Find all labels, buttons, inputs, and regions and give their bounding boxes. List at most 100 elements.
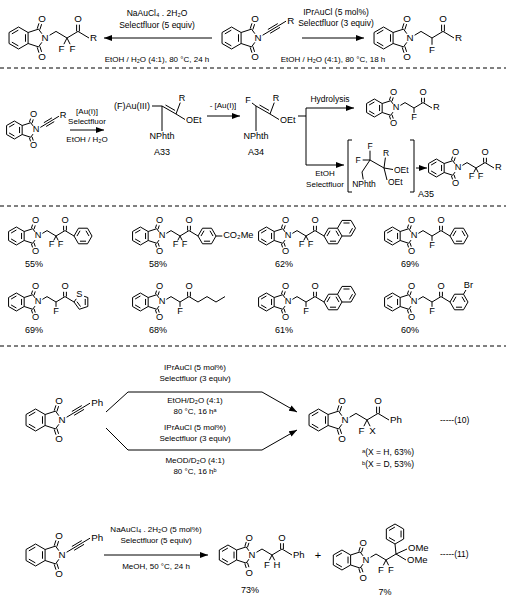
atom-label: O xyxy=(408,282,415,291)
bond-line xyxy=(382,104,383,113)
bond-line xyxy=(374,99,382,104)
atom-label: N xyxy=(159,231,166,240)
bond-line xyxy=(405,46,407,51)
bond-line xyxy=(315,231,324,236)
bond-line xyxy=(24,298,25,307)
atom-label: R xyxy=(495,163,502,172)
atom-label: N xyxy=(393,103,400,112)
bond-line xyxy=(155,225,156,229)
bond-line xyxy=(14,121,22,126)
atom-label: F xyxy=(177,307,183,316)
atom-label: Ph xyxy=(293,550,305,560)
bond-line xyxy=(26,409,36,415)
bond-line xyxy=(324,302,329,310)
bond-line xyxy=(384,232,385,241)
yield-label: 73% xyxy=(241,586,259,595)
bond-line xyxy=(369,111,374,114)
bond-line xyxy=(247,543,248,548)
atom-label: R xyxy=(287,16,294,26)
bond-line xyxy=(26,415,27,426)
bond-line xyxy=(283,306,285,309)
atom-label: R xyxy=(383,149,389,158)
bond-line xyxy=(36,561,46,567)
bond-line xyxy=(362,172,363,179)
atom-label: O xyxy=(419,88,426,97)
bond-line xyxy=(28,29,38,32)
bond-line xyxy=(225,42,231,46)
atom-label: S xyxy=(76,290,82,299)
bond-line xyxy=(180,231,189,236)
bond-line xyxy=(439,226,440,231)
bond-line xyxy=(366,104,367,113)
bond-line xyxy=(65,297,74,302)
bond-line xyxy=(432,31,443,38)
bond-line xyxy=(405,24,407,29)
bond-line xyxy=(171,297,180,302)
bond-line xyxy=(418,297,423,300)
bond-line xyxy=(237,547,247,550)
bond-line xyxy=(232,44,242,50)
atom-label: N xyxy=(33,125,40,134)
bond-line xyxy=(140,293,148,298)
bond-line xyxy=(187,226,188,231)
bond-line xyxy=(274,232,275,241)
bond-line xyxy=(187,292,188,297)
bond-line xyxy=(241,43,251,46)
atom-label: F xyxy=(355,156,360,165)
bond-line xyxy=(65,231,74,236)
bond-line xyxy=(32,119,33,123)
bond-line xyxy=(270,103,274,114)
bond-line xyxy=(432,38,433,45)
bond-line xyxy=(336,297,339,302)
bond-line xyxy=(157,306,159,309)
bond-line xyxy=(9,44,19,50)
bond-line xyxy=(338,286,343,294)
bond-line xyxy=(19,127,20,133)
atom-label: F xyxy=(469,172,475,181)
bond-line xyxy=(329,309,338,310)
bond-line xyxy=(45,415,46,426)
atom-label: O xyxy=(251,14,259,24)
bond-line xyxy=(455,228,464,229)
reagent-text: Selectfluor (5 equiv) xyxy=(120,537,191,545)
bond-line xyxy=(158,291,159,295)
bond-line xyxy=(455,243,464,244)
bond-line xyxy=(362,160,370,172)
bond-line xyxy=(397,233,398,239)
bond-line xyxy=(483,158,484,163)
bond-line xyxy=(252,29,255,34)
atom-label: O xyxy=(437,282,444,291)
atom-label: O xyxy=(32,216,39,225)
yield-label: 7% xyxy=(378,588,391,597)
bond-line xyxy=(34,225,35,229)
bond-line xyxy=(386,554,396,560)
bond-line xyxy=(370,151,371,160)
atom-label: OMe xyxy=(407,555,428,565)
atom-label: O xyxy=(452,179,459,188)
catalyst-text: [Au(I)] xyxy=(76,108,98,116)
condition-text: MeOH, 50 °C, 24 h xyxy=(122,563,190,571)
bond-line xyxy=(47,297,56,302)
atom-label: O xyxy=(61,282,68,291)
bond-line xyxy=(374,44,384,50)
bond-line xyxy=(324,236,329,244)
bond-line xyxy=(464,290,466,294)
bond-line xyxy=(36,409,46,415)
bond-line xyxy=(19,44,29,50)
bond-line xyxy=(29,559,35,563)
bond-line xyxy=(29,424,35,428)
bond-line xyxy=(387,296,392,299)
bond-line xyxy=(395,539,404,544)
bond-line xyxy=(414,108,415,113)
bond-line xyxy=(148,306,157,309)
atom-label: O xyxy=(390,119,397,128)
bond-line xyxy=(9,27,19,33)
bond-line xyxy=(338,236,343,244)
atom-label: O xyxy=(32,247,39,256)
atom-label: O xyxy=(408,216,415,225)
bond-line xyxy=(252,42,255,47)
atom-label: OEt xyxy=(388,178,403,187)
bond-line xyxy=(339,411,342,416)
